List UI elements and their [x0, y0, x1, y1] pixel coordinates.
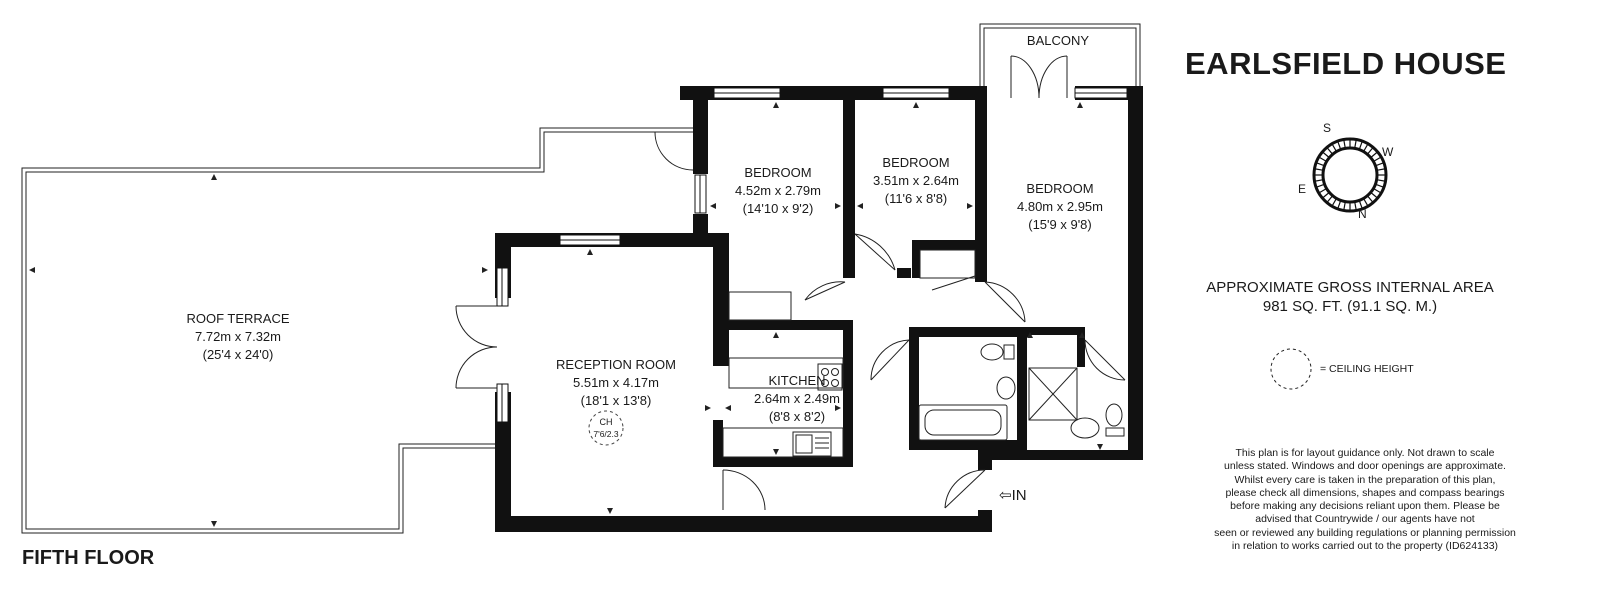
shower-tray — [1028, 367, 1078, 421]
gross-area-block: APPROXIMATE GROSS INTERNAL AREA 981 SQ. … — [1170, 278, 1530, 316]
reception-name: RECEPTION ROOM — [556, 357, 676, 372]
reception-metric: 5.51m x 4.17m — [573, 375, 659, 390]
bathtub — [918, 404, 1008, 441]
kitchen-imperial: (8'8 x 8'2) — [769, 409, 825, 424]
compass-tick — [1343, 201, 1346, 211]
windows — [496, 87, 1128, 423]
wardrobe-bedroom1 — [728, 291, 792, 321]
compass-tick — [1326, 147, 1334, 155]
bedroom1-imperial: (14'10 x 9'2) — [743, 201, 814, 216]
compass-tick — [1370, 191, 1378, 199]
kitchen-metric: 2.64m x 2.49m — [754, 391, 840, 406]
compass-tick — [1337, 200, 1342, 210]
gross-area-heading: APPROXIMATE GROSS INTERNAL AREA — [1206, 279, 1494, 296]
compass-tick — [1322, 191, 1330, 199]
balcony-name: BALCONY — [1027, 33, 1089, 48]
compass-tick — [1373, 156, 1382, 163]
compass-tick — [1315, 183, 1325, 188]
fittings — [722, 249, 1125, 458]
bedroom1-metric: 4.52m x 2.79m — [735, 183, 821, 198]
compass-tick — [1318, 156, 1327, 163]
disclaimer-line: advised that Countrywide / our agents ha… — [1255, 513, 1475, 526]
compass-tick — [1314, 168, 1324, 171]
bedroom2-imperial: (11'6 x 8'8) — [885, 191, 948, 206]
ceiling-height-marker — [588, 410, 624, 446]
disclaimer-line: in relation to works carried out to the … — [1231, 540, 1499, 553]
bedroom3-metric: 4.80m x 2.95m — [1017, 199, 1103, 214]
roof-terrace-name: ROOF TERRACE — [186, 311, 289, 326]
compass-tick — [1315, 162, 1325, 167]
compass-tick — [1331, 143, 1338, 152]
compass-tick — [1358, 200, 1363, 210]
compass-tick — [1343, 139, 1346, 149]
compass-s: S — [1323, 121, 1331, 135]
compass-tick — [1354, 139, 1357, 149]
disclaimer-line: before making any decisions reliant upon… — [1230, 500, 1500, 513]
ceiling-marker-value: 7'6/2.3 — [593, 429, 619, 439]
bedroom1-name: BEDROOM — [744, 165, 811, 180]
compass-tick — [1375, 162, 1385, 167]
kitchen-worktop-south — [722, 427, 844, 458]
disclaimer-line: This plan is for layout guidance only. N… — [1235, 447, 1495, 459]
compass-tick — [1373, 187, 1382, 194]
compass-tick — [1370, 151, 1378, 159]
compass-rose — [1312, 137, 1388, 213]
doors — [455, 55, 1126, 511]
compass-tick — [1376, 179, 1386, 182]
roof-terrace-imperial: (25'4 x 24'0) — [203, 347, 274, 362]
compass-tick — [1362, 198, 1369, 207]
compass-labels: S W E N — [1298, 121, 1394, 221]
compass-tick — [1314, 179, 1324, 182]
compass-n: N — [1358, 207, 1367, 221]
bedroom2-name: BEDROOM — [882, 155, 949, 170]
cupboard-bedroom2 — [919, 249, 976, 279]
roof-terrace-metric: 7.72m x 7.32m — [195, 329, 281, 344]
roof-terrace-outline — [21, 127, 700, 534]
balcony-outline — [979, 23, 1141, 87]
disclaimer-line: unless stated. Windows and door openings… — [1224, 460, 1506, 473]
hob — [817, 363, 843, 391]
ceiling-height-legend-label: = CEILING HEIGHT — [1320, 363, 1414, 375]
compass-tick — [1337, 140, 1342, 150]
compass-tick — [1354, 201, 1357, 211]
floor-label: FIFTH FLOOR — [22, 547, 155, 569]
entrance-label: ⇦IN — [999, 487, 1027, 504]
terrace-dimension-arrows — [29, 174, 488, 527]
gross-area-value: 981 SQ. FT. (91.1 SQ. M.) — [1262, 298, 1438, 315]
kitchen-sink — [792, 431, 832, 457]
compass-tick — [1331, 198, 1338, 207]
room-dimension-arrows — [587, 102, 1103, 514]
compass-tick — [1358, 140, 1363, 150]
property-title: EARLSFIELD HOUSE — [1185, 46, 1507, 81]
compass-e: E — [1298, 182, 1306, 196]
basin-ensuite — [1070, 417, 1100, 439]
compass-tick — [1318, 187, 1327, 194]
disclaimer-line: seen or reviewed any building regulation… — [1214, 526, 1516, 539]
disclaimer-line: Whilst every care is taken in the prepar… — [1234, 473, 1496, 486]
compass-tick — [1375, 183, 1385, 188]
walls — [495, 86, 1143, 532]
kitchen-worktop — [728, 357, 844, 389]
ceiling-marker-label: CH — [600, 417, 613, 427]
reception-imperial: (18'1 x 13'8) — [581, 393, 652, 408]
disclaimer: This plan is for layout guidance only. N… — [1165, 447, 1565, 553]
compass-tick — [1322, 151, 1330, 159]
compass-tick — [1326, 195, 1334, 203]
disclaimer-line: please check all dimensions, shapes and … — [1225, 486, 1505, 499]
bedroom3-name: BEDROOM — [1026, 181, 1093, 196]
bedroom3-imperial: (15'9 x 9'8) — [1028, 217, 1092, 232]
compass-tick — [1376, 168, 1386, 171]
toilet-bathroom — [980, 343, 1004, 361]
compass-w: W — [1382, 145, 1394, 159]
kitchen-name: KITCHEN — [768, 373, 825, 388]
ceiling-height-legend-icon — [1270, 348, 1312, 390]
basin-bathroom — [996, 376, 1016, 400]
compass-tick — [1366, 195, 1374, 203]
room-labels: ROOF TERRACE 7.72m x 7.32m (25'4 x 24'0)… — [186, 33, 1103, 424]
compass-tick — [1366, 147, 1374, 155]
compass-tick — [1362, 143, 1369, 152]
toilet-ensuite — [1105, 403, 1123, 427]
bedroom2-metric: 3.51m x 2.64m — [873, 173, 959, 188]
